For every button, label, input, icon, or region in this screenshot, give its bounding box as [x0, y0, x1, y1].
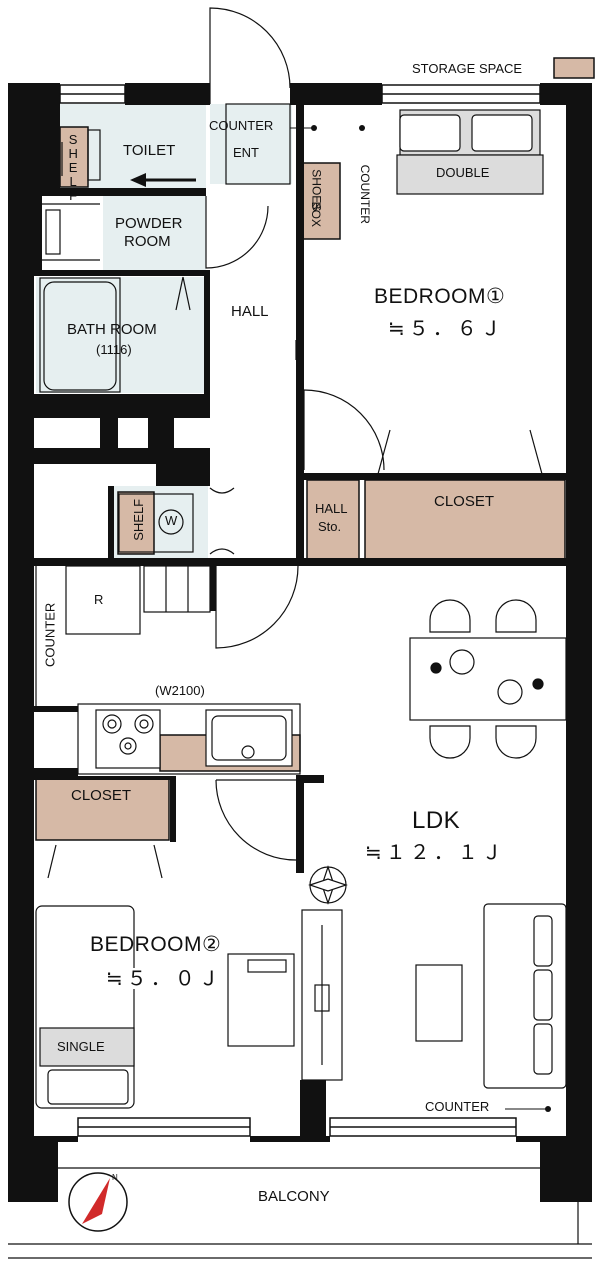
fridge-label: R [94, 592, 104, 607]
bath-size-label: (1116) [96, 342, 132, 357]
laundry-shelf-label: SHELF [131, 498, 147, 541]
hall-label: HALL [231, 303, 269, 320]
counter-vertical-label: COUNTER [357, 164, 372, 224]
toilet-arrow [130, 173, 196, 187]
hall-storage-label-2: Sto. [318, 519, 342, 534]
bath-room-label: BATH ROOM [67, 321, 157, 338]
washer-label: W [165, 513, 178, 528]
legend-label: STORAGE SPACE [412, 61, 523, 76]
entrance-label: ENT [233, 145, 259, 160]
bedroom1-label: BEDROOM① [374, 285, 506, 308]
windows [59, 84, 541, 1137]
walls [8, 83, 592, 1202]
bedroom1-size: ≒５．６Ｊ [385, 318, 508, 339]
plant [308, 865, 348, 905]
powder-room-label-2: ROOM [124, 233, 171, 250]
bedroom2-size: ≒５．０Ｊ [103, 968, 226, 989]
north-label: N [112, 1173, 118, 1182]
toilet-label: TOILET [123, 142, 176, 159]
storage-areas [35, 57, 595, 841]
kitchen-counter-label: COUNTER [42, 602, 58, 667]
single-bed-label: SINGLE [57, 1039, 105, 1054]
closet2-label: CLOSET [71, 787, 132, 804]
chairs [429, 599, 537, 759]
balcony-area [8, 1167, 592, 1259]
ldk-size: ≒１２．１Ｊ [362, 842, 509, 863]
toilet-shelf-label: SHELF [65, 132, 81, 202]
balcony-label: BALCONY [258, 1188, 330, 1205]
counter-top-label: COUNTER [209, 118, 274, 133]
place-settings [430, 649, 544, 705]
powder-room-label-1: POWDER [115, 215, 183, 232]
wet-areas [36, 104, 292, 558]
interior-lines [35, 103, 567, 1109]
ldk-label: LDK [412, 807, 461, 834]
double-bed-label: DOUBLE [436, 165, 490, 180]
bedroom2-label: BEDROOM② [90, 933, 222, 956]
counter-markers [290, 125, 551, 1112]
hall-storage-label-1: HALL [315, 501, 348, 516]
closet1-label: CLOSET [434, 493, 495, 510]
compass-icon [68, 1172, 128, 1232]
kitchen-width-label: (W2100) [155, 683, 205, 698]
counter-bottom-label: COUNTER [425, 1099, 490, 1114]
doors [47, 7, 543, 879]
shoes-box-label-2: BOX [308, 201, 323, 227]
